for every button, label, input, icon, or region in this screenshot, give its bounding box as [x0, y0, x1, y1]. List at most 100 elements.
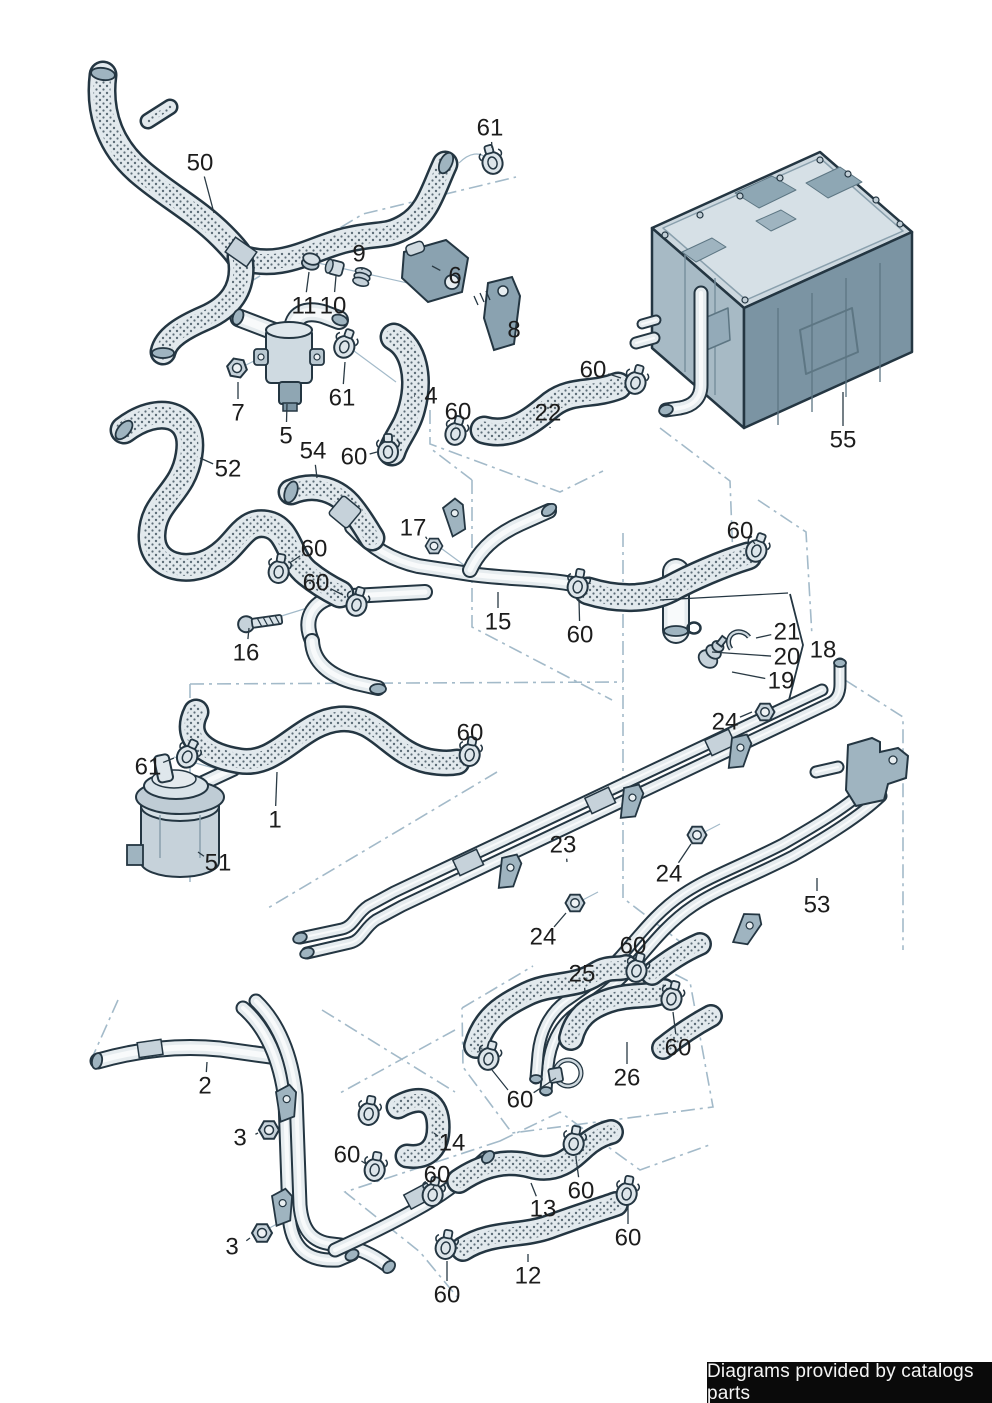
- svg-text:21: 21: [774, 619, 801, 646]
- svg-text:13: 13: [530, 1196, 557, 1223]
- solid-parts: [90, 66, 910, 1274]
- part-label-51-32: 51: [197, 850, 232, 877]
- svg-text:24: 24: [712, 709, 739, 736]
- svg-text:18: 18: [810, 637, 837, 664]
- part-label-60-51: 60: [615, 1206, 642, 1252]
- part-label-60-40: 60: [665, 1011, 692, 1062]
- svg-text:15: 15: [485, 609, 512, 636]
- svg-text:8: 8: [507, 317, 520, 344]
- svg-text:60: 60: [727, 518, 754, 545]
- bushing-10: [324, 258, 345, 277]
- part-label-60-46: 60: [334, 1142, 367, 1169]
- hose-h14: [398, 1100, 438, 1156]
- svg-text:60: 60: [424, 1162, 451, 1189]
- part-label-60-38: 60: [620, 933, 647, 961]
- part-label-50-0: 50: [187, 150, 215, 214]
- part-label-23-34: 23: [550, 832, 577, 863]
- pipe-pes1: [636, 338, 654, 343]
- bracket-8: [473, 275, 522, 352]
- part-label-16-21: 16: [233, 627, 260, 667]
- svg-text:3: 3: [233, 1125, 246, 1152]
- svg-text:25: 25: [569, 961, 596, 988]
- pipe-pes2: [642, 320, 656, 324]
- part-label-60-23: 60: [567, 599, 593, 649]
- part-label-54-14: 54: [300, 438, 327, 479]
- valve-5: [231, 308, 349, 412]
- svg-text:1: 1: [268, 807, 281, 834]
- svg-text:60: 60: [457, 720, 484, 747]
- svg-text:50: 50: [187, 150, 214, 177]
- svg-text:14: 14: [439, 1130, 466, 1157]
- part-label-11-4: 11: [292, 271, 316, 320]
- bracket-6: [400, 238, 470, 304]
- svg-text:60: 60: [334, 1142, 361, 1169]
- svg-text:3: 3: [225, 1234, 238, 1261]
- aux-pump-51: [126, 753, 225, 878]
- part-label-15-22: 15: [485, 592, 512, 636]
- hose-h4: [392, 337, 415, 452]
- svg-text:16: 16: [233, 640, 260, 667]
- group-bracket-18: [788, 593, 804, 701]
- part-label-60-24: 60: [727, 518, 756, 545]
- svg-text:61: 61: [477, 115, 504, 142]
- part-label-24-35: 24: [656, 843, 692, 888]
- hose-h50c: [163, 257, 241, 352]
- svg-text:55: 55: [830, 427, 857, 454]
- part-label-60-12: 60: [341, 444, 378, 471]
- part-label-60-18: 60: [290, 536, 327, 563]
- svg-text:61: 61: [329, 385, 356, 412]
- svg-text:60: 60: [341, 444, 368, 471]
- nut-3: [258, 1120, 280, 1140]
- svg-text:19: 19: [768, 668, 795, 695]
- svg-text:54: 54: [300, 438, 327, 465]
- part-label-21-25: 21: [755, 619, 801, 646]
- part-label-55-2: 55: [830, 392, 857, 454]
- svg-text:61: 61: [135, 754, 162, 781]
- nut-24: [686, 825, 708, 845]
- bracket-53: [844, 736, 910, 808]
- footer-banner: Diagrams provided by catalogs parts: [707, 1361, 992, 1403]
- part-label-24-37: 24: [530, 912, 567, 951]
- svg-text:60: 60: [665, 1035, 692, 1062]
- svg-text:52: 52: [215, 456, 242, 483]
- svg-text:51: 51: [205, 850, 232, 877]
- part-label-60-42: 60: [507, 1077, 557, 1114]
- part-label-3-44: 3: [233, 1125, 259, 1152]
- svg-text:60: 60: [580, 357, 607, 384]
- screw-16: [236, 610, 284, 635]
- part-label-26-41: 26: [614, 1042, 640, 1092]
- part-label-18-28: 18: [810, 637, 837, 664]
- svg-text:5: 5: [279, 423, 292, 450]
- svg-text:9: 9: [352, 241, 365, 268]
- svg-text:60: 60: [620, 933, 647, 960]
- part-label-5-9: 5: [279, 403, 293, 450]
- part-label-2-43: 2: [198, 1061, 212, 1100]
- part-label-7-8: 7: [231, 382, 245, 427]
- part-label-60-50: 60: [568, 1157, 595, 1205]
- svg-text:12: 12: [515, 1263, 542, 1290]
- part-label-9-3: 9: [352, 241, 366, 271]
- part-label-60-19: 60: [303, 570, 344, 597]
- svg-text:60: 60: [615, 1225, 642, 1252]
- part-label-61-1: 61: [477, 115, 504, 149]
- svg-text:4: 4: [424, 383, 437, 410]
- part-label-14-45: 14: [433, 1130, 466, 1157]
- pipe-p53s: [816, 767, 838, 772]
- hose-h1: [192, 712, 457, 763]
- svg-text:22: 22: [535, 400, 562, 427]
- svg-text:7: 7: [231, 400, 244, 427]
- hose-h26: [571, 991, 664, 1038]
- svg-text:23: 23: [550, 832, 577, 859]
- part-label-1-31: 1: [268, 771, 282, 834]
- nut-24: [754, 702, 776, 722]
- part-label-60-33: 60: [457, 720, 484, 747]
- part-label-17-20: 17: [400, 515, 428, 542]
- pipe-p15b: [470, 511, 549, 570]
- nut-24: [564, 893, 586, 913]
- nut-17: [424, 537, 444, 555]
- svg-text:53: 53: [804, 892, 831, 919]
- svg-text:20: 20: [774, 644, 801, 671]
- svg-text:60: 60: [568, 1178, 595, 1205]
